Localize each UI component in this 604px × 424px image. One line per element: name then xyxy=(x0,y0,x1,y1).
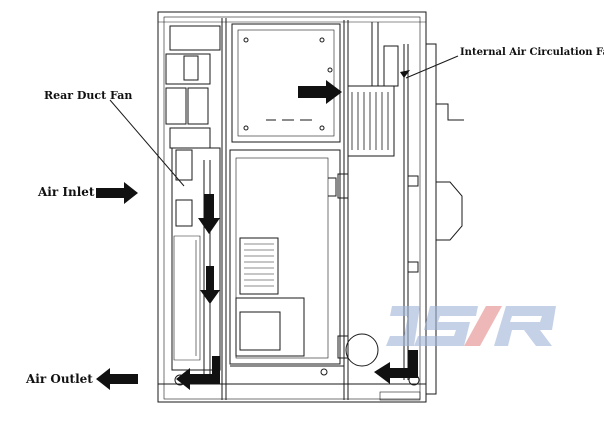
arrow-down-icon xyxy=(198,194,220,234)
arrow-right-icon xyxy=(96,182,138,204)
arrow-down-icon xyxy=(200,266,220,304)
arrow-left-icon xyxy=(176,356,220,390)
label-rear-duct-fan: Rear Duct Fan xyxy=(44,89,133,102)
arrow-left-icon xyxy=(374,350,418,384)
mounting-plate xyxy=(231,23,341,143)
label-air-outlet: Air Outlet xyxy=(26,372,93,386)
label-air-inlet: Air Inlet xyxy=(38,185,95,199)
side-panel xyxy=(425,43,437,395)
center-module xyxy=(229,149,341,365)
leader-rear-fan xyxy=(109,99,185,187)
arrow-left-icon xyxy=(96,368,138,390)
internal-fan xyxy=(347,85,395,157)
rear-duct xyxy=(171,147,221,371)
jsr-logo xyxy=(386,306,556,346)
label-internal-fan: Internal Air Circulation Fan xyxy=(460,47,604,58)
arrow-right-icon xyxy=(298,80,342,104)
